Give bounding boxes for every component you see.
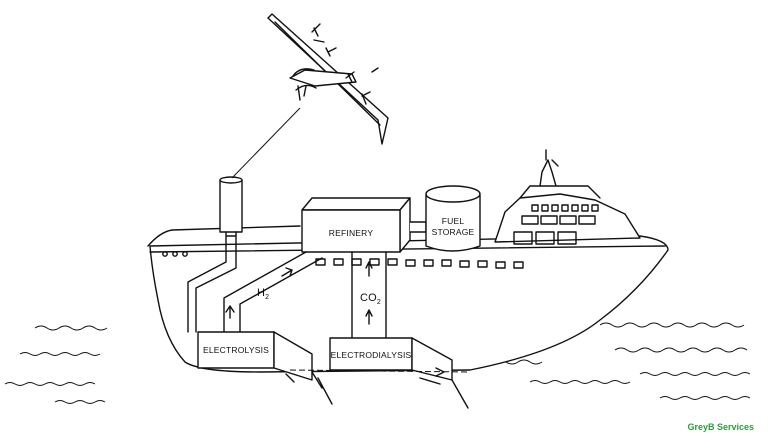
refinery-label: REFINERY — [329, 228, 374, 238]
portholes — [162, 251, 188, 257]
h2-label: H2 — [257, 287, 269, 301]
water-flow-line — [289, 369, 471, 373]
co2-pipe — [351, 251, 387, 339]
power-cable — [187, 235, 237, 333]
electrolysis-label: ELECTROLYSIS — [203, 345, 269, 355]
hull-windows — [315, 258, 524, 269]
tether-line — [231, 107, 301, 179]
electrodialysis-unit: ELECTRODIALYSIS — [329, 337, 469, 409]
tether-tower — [219, 176, 243, 237]
refinery-unit: REFINERY — [301, 197, 411, 253]
electrolysis-unit: ELECTROLYSIS — [197, 331, 333, 405]
ship-icon — [494, 149, 641, 245]
electrodialysis-label: ELECTRODIALYSIS — [331, 350, 412, 360]
watermark: GreyB Services — [687, 422, 754, 432]
h2-pipe — [223, 251, 323, 333]
fuel-storage-tank: FUEL STORAGE — [425, 185, 481, 252]
kite-drone-icon — [267, 13, 389, 145]
hull-sheer — [147, 225, 301, 247]
co2-label: CO2 — [360, 292, 381, 306]
fuel-storage-label-1: FUEL — [442, 216, 465, 226]
fuel-storage-label-2: STORAGE — [432, 227, 475, 237]
water-waves — [4, 322, 751, 404]
